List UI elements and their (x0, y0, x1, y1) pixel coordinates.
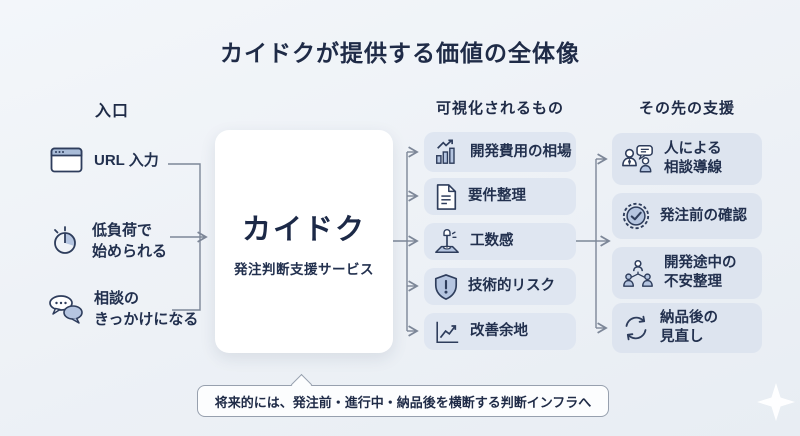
badge-check-icon (621, 201, 651, 231)
refresh-icon (621, 313, 651, 343)
chat-bubbles-icon (48, 293, 84, 325)
visualized-item-requirements: 要件整理 (424, 178, 576, 215)
visualized-item-label: 要件整理 (468, 188, 526, 204)
entry-item-url: URL 入力 (50, 146, 159, 174)
entry-item-label: 低負荷で 始められる (92, 222, 168, 260)
visualized-item-label: 開発費用の相場 (470, 143, 572, 160)
visualized-item-improvement: 改善余地 (424, 313, 576, 350)
entry-column-header: 入口 (94, 103, 129, 120)
support-item-mid-dev-concerns: 開発途中の 不安整理 (612, 247, 762, 299)
browser-icon (50, 146, 84, 174)
document-icon (433, 183, 459, 211)
service-subtitle: 発注判断支援サービス (234, 261, 374, 277)
visualized-item-cost: 開発費用の相場 (424, 132, 576, 172)
visualized-column-header: 可視化されるもの (435, 100, 564, 117)
future-vision-callout: 将来的には、発注前・進行中・納品後を横断する判断インフラへ (197, 373, 609, 417)
kaidoku-service-box: カイドク 発注判断支援サービス (215, 130, 393, 353)
effort-shovel-icon (433, 228, 461, 256)
support-item-label: 開発途中の 不安整理 (664, 255, 737, 290)
service-name: カイドク (241, 213, 366, 246)
entry-item-label: 相談の きっかけになる (94, 290, 199, 328)
entry-item-low-effort: 低負荷で 始められる (48, 220, 167, 262)
bar-chart-up-icon (433, 138, 461, 166)
sparkle-icon (757, 383, 795, 421)
support-item-preorder-check: 発注前の確認 (612, 193, 762, 239)
page-title: カイドクが提供する価値の全体像 (220, 40, 580, 66)
visualized-item-label: 改善余地 (470, 323, 528, 339)
entry-item-label: URL 入力 (94, 151, 159, 169)
team-icon (621, 258, 655, 288)
support-item-label: 発注前の確認 (660, 207, 747, 224)
support-item-label: 納品後の 見直し (660, 310, 718, 345)
visualized-item-risk: 技術的リスク (424, 268, 576, 305)
visualized-item-label: 技術的リスク (468, 278, 555, 294)
support-item-label: 人による 相談導線 (664, 141, 722, 176)
timer-icon (48, 224, 82, 258)
visualized-item-effort: 工数感 (424, 223, 576, 260)
person-chat-icon (621, 143, 655, 175)
entry-item-consultation: 相談の きっかけになる (48, 288, 198, 330)
support-item-post-delivery-review: 納品後の 見直し (612, 303, 762, 353)
support-column-header: その先の支援 (638, 100, 735, 117)
shield-alert-icon (433, 273, 459, 301)
future-vision-text: 将来的には、発注前・進行中・納品後を横断する判断インフラへ (214, 394, 592, 410)
visualized-item-label: 工数感 (470, 233, 514, 249)
support-item-human-consult: 人による 相談導線 (612, 133, 762, 185)
trend-up-icon (433, 318, 461, 346)
